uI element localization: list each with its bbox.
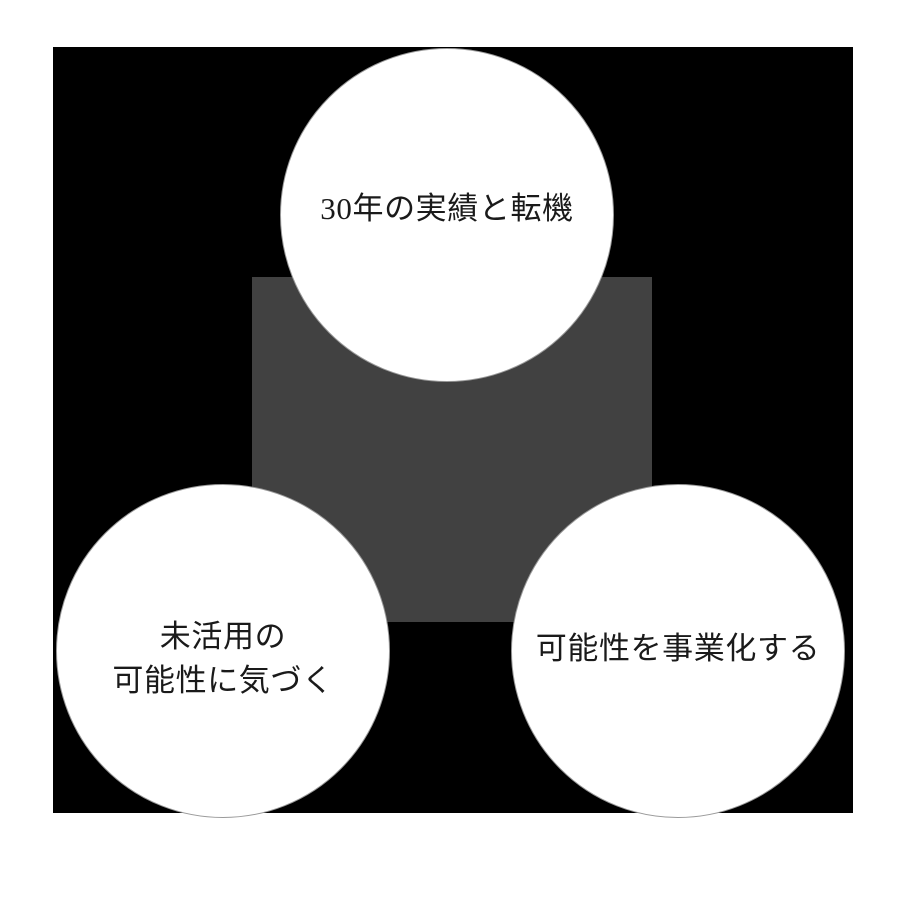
diagram-node-top-label: 30年の実績と転機 <box>320 190 574 226</box>
diagram-node-bottom-right-label: 可能性を事業化する <box>535 630 821 666</box>
diagram-node-bottom-left-label: 未活用の 可能性に気づく <box>112 618 334 698</box>
diagram-node-top[interactable]: 30年の実績と転機 <box>280 48 614 382</box>
diagram-node-bottom-right[interactable]: 可能性を事業化する <box>511 484 845 818</box>
diagram-node-bottom-left[interactable]: 未活用の 可能性に気づく <box>56 484 390 818</box>
